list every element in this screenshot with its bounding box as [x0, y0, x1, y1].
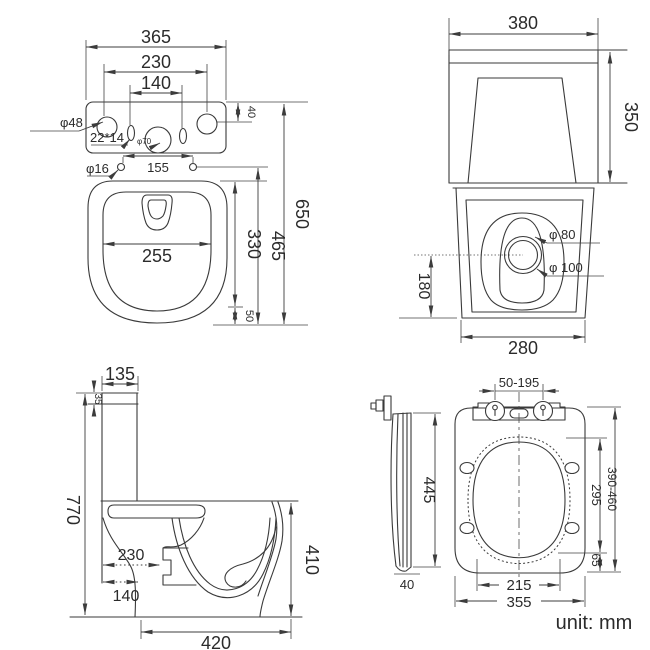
top-view: 365 230 140 φ48 22*14 φ70 40 φ16 155 255…	[30, 27, 312, 326]
tank-slot-right	[178, 127, 188, 145]
dim-seat-inner-width: 215	[506, 577, 531, 594]
dim-outlet-offset-short: 140	[113, 588, 140, 605]
dim-lid-height: 35	[92, 393, 103, 405]
dim-bowl-length: 330	[244, 229, 264, 259]
label-side-hole-dia: φ48	[60, 115, 83, 130]
seat-view: 50-195 445 40 295 390-460 65 215 355	[370, 375, 621, 611]
dim-fix-hole-spacing: 155	[147, 160, 169, 175]
side-view: 135 35 770 230 140 410 420	[63, 364, 322, 650]
dim-front-edge: 65	[589, 553, 603, 567]
label-outlet-outer-dia: φ 100	[549, 260, 583, 275]
dim-hole-spacing: 230	[141, 52, 171, 72]
seat-outer-outline	[454, 407, 586, 574]
label-slot-size: 22*14	[90, 130, 124, 145]
dim-seat-side-height: 445	[420, 477, 437, 504]
seat-profile-line-2	[396, 413, 401, 567]
dim-overall-length: 650	[292, 199, 312, 229]
leader-phi48-arrow	[78, 121, 104, 132]
seat-profile-line-1	[390, 413, 397, 567]
dim-rear-width: 380	[508, 13, 538, 33]
dim-base-depth: 420	[201, 633, 231, 650]
bumper-bottom-right	[564, 521, 580, 535]
leader-phi100-arrow	[536, 268, 548, 278]
trap-steps	[162, 547, 197, 586]
bowl-cavity-inner	[178, 517, 271, 591]
seat-profile-top	[392, 412, 412, 415]
flush-well-outer	[141, 194, 173, 231]
label-center-hole-dia: φ70	[137, 137, 152, 146]
hinge-pin-tip	[370, 402, 377, 410]
dim-base-width: 280	[508, 338, 538, 358]
bumper-bottom-left	[459, 521, 475, 535]
bowl-inner-rim	[102, 191, 212, 312]
dim-hinge-range: 50-195	[499, 375, 539, 390]
ext-365	[85, 40, 227, 100]
flush-well-inner	[147, 199, 167, 220]
leader-2214-arrow	[120, 138, 131, 150]
front-outline-outer	[259, 501, 284, 618]
leader-phi16-arrow	[108, 169, 119, 180]
dim-length-range: 390-460	[605, 467, 619, 511]
bowl-back-slope	[162, 517, 205, 549]
hinge-flange	[383, 395, 392, 421]
hinge-pin-body	[375, 399, 384, 412]
front-outline-inner	[257, 501, 278, 597]
ext-50-195	[494, 384, 544, 400]
dim-top-offset: 40	[245, 106, 257, 118]
dim-opening-length: 295	[589, 484, 604, 506]
dim-outlet-height: 180	[415, 273, 432, 300]
leader-phi80-arrow	[534, 236, 548, 245]
bumper-top-left	[459, 461, 475, 475]
unit-note: unit: mm	[556, 612, 633, 634]
dim-outlet-offset-long: 230	[118, 547, 145, 564]
base-outline	[455, 187, 595, 319]
dim-tank-depth: 135	[105, 364, 135, 384]
label-outlet-inner-dia: φ 80	[549, 227, 576, 242]
tank-hole-right	[196, 113, 218, 135]
dim-inner-width: 255	[142, 246, 172, 266]
seat-profile-bottom	[395, 565, 412, 572]
dim-overall-width: 365	[141, 27, 171, 47]
ext-355	[454, 576, 586, 607]
base-panel	[465, 199, 584, 313]
tank-sides	[448, 49, 599, 184]
dim-slot-spacing: 140	[141, 73, 171, 93]
lid-edge-inner	[472, 441, 566, 559]
rear-view: 380 350 180 280 φ 80 φ 100	[399, 13, 641, 358]
ext-420	[140, 619, 292, 639]
tank-slot-left	[126, 124, 136, 142]
ref-295	[558, 437, 607, 554]
dim-seat-outer-width: 355	[506, 594, 531, 611]
ext-445	[413, 412, 441, 568]
dim-bowl-height: 410	[302, 545, 322, 575]
ref-390-460	[587, 406, 621, 573]
seat-side-profile	[370, 395, 420, 575]
bowl-cavity-outer	[171, 517, 277, 599]
fix-hole-left	[116, 162, 126, 172]
label-fix-hole-dia: φ16	[86, 161, 109, 176]
dim-overall-height: 770	[63, 495, 83, 525]
dim-tank-height: 350	[621, 102, 641, 132]
ext-380	[448, 18, 599, 55]
lid-edge-dotted	[467, 436, 571, 564]
dim-rear-offset: 50	[243, 310, 255, 322]
tank-panel	[467, 77, 577, 184]
dim-length-to-fix-holes: 465	[268, 231, 288, 261]
trap-swirl	[224, 526, 277, 588]
fix-hole-right	[188, 162, 198, 172]
dim-seat-side-thickness: 40	[400, 577, 414, 592]
seat-profile	[107, 504, 206, 519]
bumper-top-right	[564, 461, 580, 475]
seat-profile-lines	[402, 412, 412, 568]
ext-215	[476, 559, 561, 591]
leader-phi70-arrow	[148, 142, 161, 151]
